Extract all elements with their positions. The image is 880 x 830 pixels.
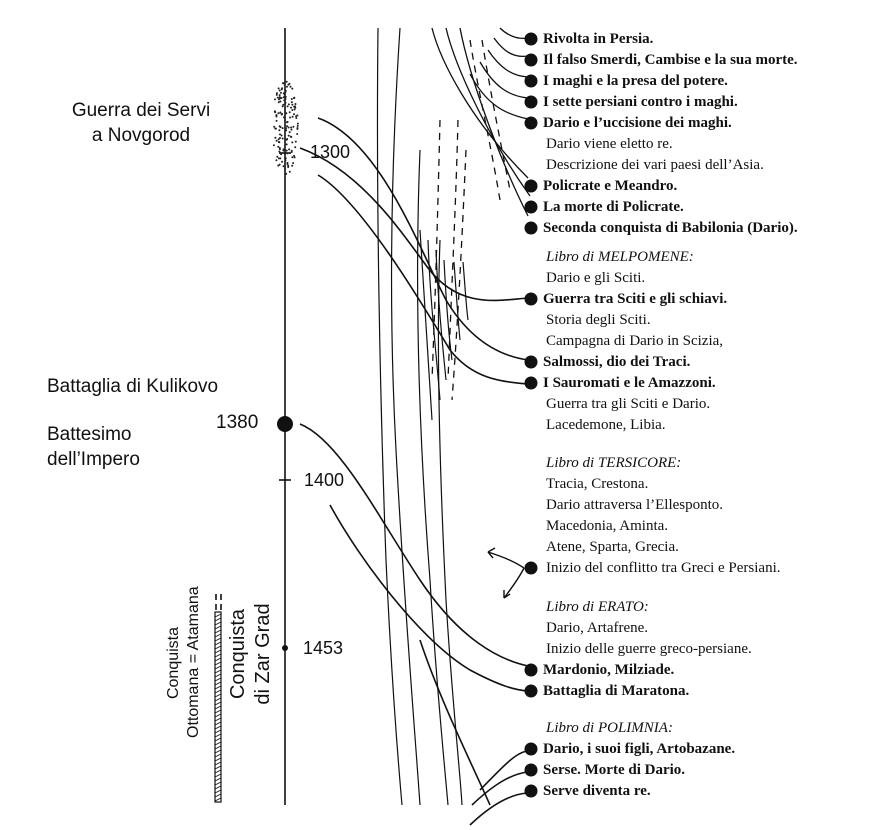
- event-item: Guerra tra gli Sciti e Dario.: [546, 396, 711, 412]
- node-1380: [277, 416, 293, 432]
- event-item: Salmossi, dio dei Traci.: [543, 354, 691, 370]
- tick-1453: [282, 645, 288, 651]
- label-novgorod: Guerra dei Servi a Novgorod: [66, 98, 216, 148]
- event-bullet: [524, 179, 538, 193]
- event-item: Descrizione dei vari paesi dell’Asia.: [546, 157, 764, 173]
- event-item: Dario attraversa l’Ellesponto.: [546, 497, 724, 513]
- event-curves: [299, 117, 529, 826]
- event-bullet: [524, 116, 538, 130]
- event-bullet: [524, 763, 538, 777]
- event-item: Dario viene eletto re.: [546, 136, 673, 152]
- event-item: Campagna di Dario in Scizia,: [546, 333, 724, 349]
- event-bullets: [524, 32, 538, 798]
- event-item: Lacedemone, Libia.: [546, 417, 666, 433]
- event-bullet: [524, 74, 538, 88]
- hatched-bar: [214, 594, 222, 803]
- event-bullet: [524, 95, 538, 109]
- event-item: Serve diventa re.: [543, 783, 651, 799]
- background-curves: [376, 27, 463, 806]
- stipple-cluster: [272, 80, 299, 175]
- label-battesimo-line2: dell’Impero: [47, 449, 140, 470]
- event-item: Guerra tra Sciti e gli schiavi.: [543, 291, 728, 307]
- event-item: Atene, Sparta, Grecia.: [546, 539, 679, 555]
- label-battesimo-line1: Battesimo: [47, 424, 132, 445]
- event-item: Storia degli Sciti.: [546, 312, 651, 328]
- event-bullet: [524, 684, 538, 698]
- event-item: Inizio delle guerre greco-persiane.: [546, 641, 752, 657]
- event-bullet: [524, 784, 538, 798]
- event-item: Dario e l’uccisione dei maghi.: [543, 115, 732, 131]
- label-battesimo: Battesimo dell’Impero: [47, 422, 140, 472]
- mid-fan-lines: [419, 229, 469, 421]
- label-novgorod-line1: Guerra dei Servi: [71, 100, 211, 121]
- event-item: La morte di Policrate.: [543, 199, 684, 215]
- event-item: Seconda conquista di Babilonia (Dario).: [543, 220, 798, 236]
- event-item: Rivolta in Persia.: [543, 31, 654, 47]
- event-item: I sette persiani contro i maghi.: [543, 94, 738, 110]
- event-item: Macedonia, Aminta.: [546, 518, 669, 534]
- event-bullet: [524, 376, 538, 390]
- year-1380: 1380: [216, 412, 259, 433]
- event-item: Mardonio, Milziade.: [543, 662, 675, 678]
- year-1400: 1400: [304, 470, 345, 490]
- event-item: I maghi e la presa del potere.: [543, 73, 728, 89]
- label-conquista-zar-grad-line1: Conquista: [227, 608, 249, 700]
- label-conquista-zar-grad: Conquista di Zar Grad: [226, 594, 276, 714]
- event-item: I Sauromati e le Amazzoni.: [543, 375, 716, 391]
- event-bullet: [524, 221, 538, 235]
- book-heading: Libro di MELPOMENE:: [546, 249, 694, 265]
- book-heading: Libro di TERSICORE:: [546, 455, 682, 471]
- label-conquista-ottomana-line2: Ottomana = Atamana: [185, 586, 202, 738]
- label-novgorod-line2: a Novgorod: [91, 125, 191, 146]
- label-conquista-ottomana: Conquista Ottomana = Atamana: [164, 586, 204, 738]
- event-bullet: [524, 200, 538, 214]
- event-bullet: [524, 355, 538, 369]
- event-item: Policrate e Meandro.: [543, 178, 678, 194]
- event-bullet: [524, 53, 538, 67]
- event-item: Dario e gli Sciti.: [546, 270, 646, 286]
- event-item: Tracia, Crestona.: [546, 476, 649, 492]
- event-item: Serse. Morte di Dario.: [543, 762, 686, 778]
- event-bullet: [524, 663, 538, 677]
- event-item: Battaglia di Maratona.: [543, 683, 690, 699]
- event-bullet: [524, 742, 538, 756]
- book-heading: Libro di POLIMNIA:: [546, 720, 673, 736]
- label-conquista-ottomana-line1: Conquista: [165, 626, 182, 700]
- year-1453: 1453: [303, 638, 344, 658]
- year-1300: 1300: [310, 142, 351, 162]
- event-item: Il falso Smerdi, Cambise e la sua morte.: [543, 52, 798, 68]
- label-conquista-zar-grad-line2: di Zar Grad: [252, 603, 274, 705]
- book-heading: Libro di ERATO:: [546, 599, 649, 615]
- top-fan-lines: [431, 27, 531, 217]
- event-bullet: [524, 561, 538, 575]
- event-bullet: [524, 32, 538, 46]
- branch-arrows: [487, 547, 525, 599]
- label-kulikovo: Battaglia di Kulikovo: [47, 376, 219, 397]
- event-item: Dario, Artafrene.: [546, 620, 649, 636]
- event-item: Dario, i suoi figli, Artobazane.: [543, 741, 736, 757]
- event-item: Inizio del conflitto tra Greci e Persian…: [546, 560, 781, 576]
- event-bullet: [524, 292, 538, 306]
